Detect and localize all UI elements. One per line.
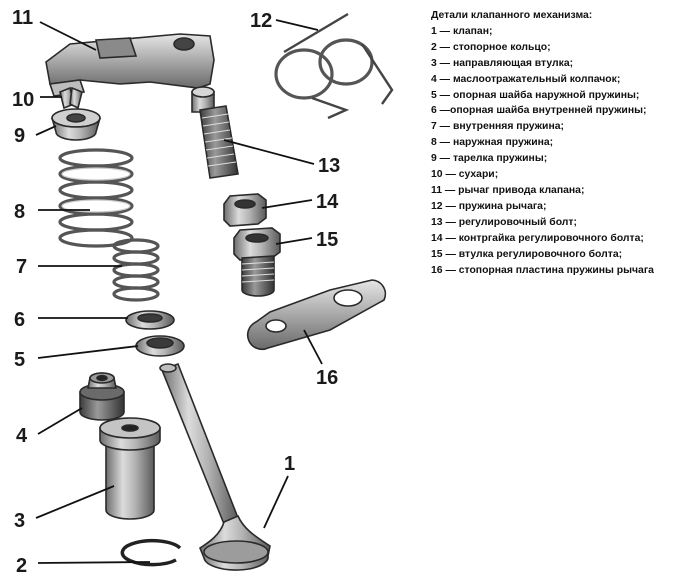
legend-item: 1 — клапан; [431, 25, 493, 37]
callout-2: 2 [16, 555, 27, 577]
callout-12: 12 [250, 10, 272, 32]
spring-retainer [51, 108, 101, 141]
legend-title: Детали клапанного механизма: [431, 10, 593, 21]
valve-guide [99, 417, 161, 520]
retaining-plate [246, 279, 387, 351]
callout-1: 1 [284, 453, 295, 475]
callout-3: 3 [14, 510, 25, 532]
legend-item: 6 —опорная шайба внутренней пружины; [431, 105, 647, 117]
valve-collets [59, 86, 83, 110]
callout-11: 11 [12, 7, 33, 29]
callout-4: 4 [16, 425, 28, 447]
legend-item: 14 — контргайка регулировочного болта; [431, 232, 644, 244]
callout-16: 16 [316, 367, 338, 389]
legend-item: 12 — пружина рычага; [431, 200, 547, 212]
outer-spring-washer [135, 335, 185, 357]
legend-item: 8 — наружная пружина; [431, 137, 554, 149]
callout-8: 8 [14, 201, 25, 223]
legend-item: 11 — рычаг привода клапана; [431, 184, 585, 196]
rocker-arm [45, 33, 215, 97]
callout-6: 6 [14, 309, 25, 331]
outer-spring [58, 148, 134, 248]
valve [159, 362, 271, 571]
callout-9: 9 [14, 125, 25, 147]
callout-14: 14 [316, 191, 339, 213]
legend-item: 13 — регулировочный болт; [431, 216, 577, 228]
legend-item: 5 — опорная шайба наружной пружины; [431, 89, 640, 101]
callout-7: 7 [16, 256, 27, 278]
leader-lines [35, 19, 323, 564]
valve-stem-seal [79, 372, 125, 421]
legend-item: 3 — направляющая втулка; [431, 57, 574, 69]
callout-10: 10 [12, 89, 34, 111]
legend-item: 10 — сухари; [431, 169, 499, 181]
adjusting-bolt [191, 86, 239, 179]
retaining-ring [120, 538, 182, 567]
parts-legend: Детали клапанного механизма: 1 — клапан;… [431, 8, 693, 278]
lock-nut [223, 193, 267, 227]
callout-5: 5 [14, 349, 25, 371]
inner-spring-washer [125, 310, 175, 330]
legend-item: 9 — тарелка пружины; [431, 153, 548, 165]
legend-item: 7 — внутренняя пружина; [431, 121, 564, 133]
legend-item: 16 — стопорная пластина пружины рычага [431, 264, 654, 276]
legend-item: 2 — стопорное кольцо; [431, 41, 551, 53]
callout-13: 13 [318, 155, 340, 177]
inner-spring [112, 238, 160, 302]
adjusting-bolt-bushing [233, 227, 281, 297]
legend-item: 4 — маслоотражательный колпачок; [431, 73, 621, 85]
lever-spring [274, 12, 394, 120]
legend-item: 15 — втулка регулировочного болта; [431, 248, 623, 260]
callout-15: 15 [316, 229, 338, 251]
